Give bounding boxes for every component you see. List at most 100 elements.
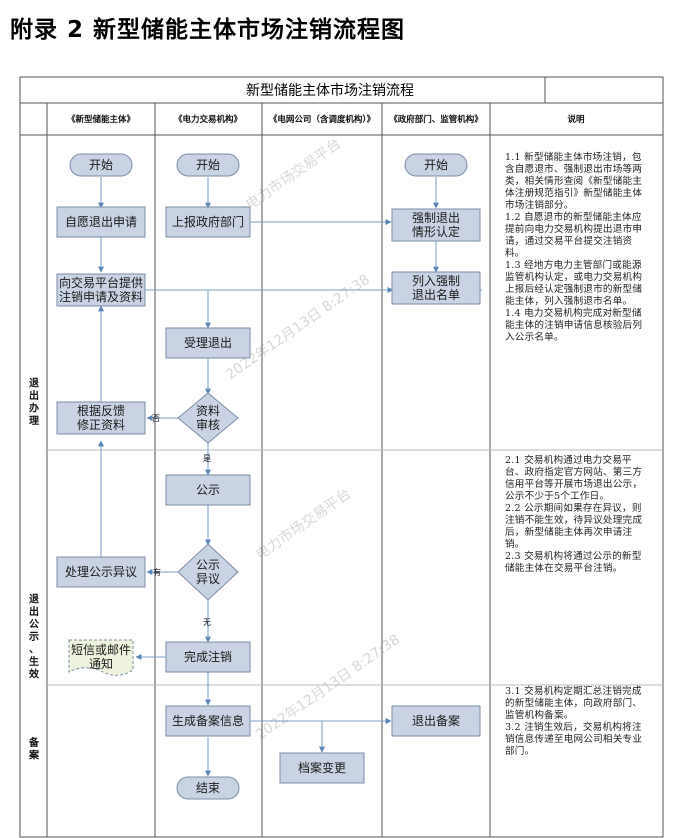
node-shape — [176, 776, 240, 800]
node-label: 短信或邮件 — [71, 643, 131, 657]
node-label: 公示 — [196, 483, 220, 497]
node-shape — [56, 273, 146, 307]
lane-header-exchange: 《电力交易机构》 — [174, 114, 242, 125]
node-shape — [68, 639, 134, 676]
node-label: 根据反馈 — [77, 404, 125, 418]
node-label: 处理公示异议 — [65, 565, 137, 579]
phase-label-char: 办 — [29, 401, 39, 414]
node-start2: 开始 — [176, 153, 240, 177]
node-shape — [56, 206, 146, 238]
edge-label-none: 无 — [203, 618, 211, 627]
node-shape — [279, 752, 365, 784]
node-shape — [391, 705, 481, 737]
edge-label-yes: 是 — [203, 454, 211, 463]
note-phase-3: 3.1 交易机构定期汇总注销完成的新型储能主体，向政府部门、监管机构备案。 3.… — [505, 686, 643, 757]
node-shape — [177, 392, 239, 444]
node-accept: 受理退出 — [165, 327, 251, 359]
node-label: 结束 — [196, 781, 220, 795]
node-label: 档案变更 — [298, 760, 346, 775]
node-shape — [391, 271, 481, 305]
node-label: 修正资料 — [77, 417, 125, 432]
node-label: 自愿退出申请 — [65, 215, 137, 229]
node-label: 通知 — [89, 657, 113, 671]
node-shape — [165, 474, 251, 506]
node-label: 审核 — [196, 417, 220, 432]
watermark-text: 电力市场交易平台 — [243, 135, 344, 213]
phase-label-char: 备 — [28, 736, 40, 749]
node-label: 公示 — [196, 558, 220, 572]
node-label: 开始 — [196, 158, 220, 172]
node-archive: 档案变更 — [279, 752, 365, 784]
lane-header-storage: 《新型储能主体》 — [67, 114, 135, 125]
edge-label-no: 否 — [152, 414, 160, 423]
node-filing: 退出备案 — [391, 705, 481, 737]
watermark-text: 电力市场交易平台 — [253, 485, 354, 563]
phase-label-char: 、 — [29, 645, 39, 656]
note-phase-1: 1.1 新型储能主体市场注销，包含自愿退市、强制退出市场等两类，相关情形查阅《新… — [505, 152, 643, 343]
node-publicize: 公示 — [165, 474, 251, 506]
node-done: 完成注销 — [165, 641, 251, 673]
note-phase-2: 2.1 交易机构通过电力交易平台、政府指定官方网站、第三方信用平台等开展市场退出… — [505, 455, 643, 574]
node-handle: 处理公示异议 — [56, 556, 146, 588]
node-shape — [69, 153, 133, 177]
node-label: 退出备案 — [412, 713, 460, 728]
phase-label-char: 退 — [29, 594, 39, 606]
page-title: 附录 2 新型储能主体市场注销流程图 — [10, 17, 406, 43]
node-start3: 开始 — [404, 153, 468, 177]
node-start1: 开始 — [69, 153, 133, 177]
lane-header-grid: 《电网公司（含调度机构）》 — [269, 114, 375, 125]
phase-label-char: 示 — [29, 631, 39, 643]
phase-label-char: 出 — [29, 605, 39, 618]
lane-header-government: 《政府部门、监管机构》 — [389, 114, 483, 125]
node-label: 向交易平台提供 — [59, 275, 143, 290]
phase-label-char: 效 — [29, 668, 40, 681]
diagram-title: 新型储能主体市场注销流程 — [246, 82, 414, 99]
node-label: 完成注销 — [184, 649, 232, 664]
node-label: 退出名单 — [412, 287, 460, 302]
phase-label-char: 理 — [29, 415, 39, 427]
node-shape — [165, 641, 251, 673]
diagram-title-bar — [19, 76, 664, 104]
node-apply: 自愿退出申请 — [56, 206, 146, 238]
phase-label-char: 案 — [28, 748, 40, 761]
watermark-text: 2022年12月13日 8:27:38 — [253, 632, 403, 744]
node-shape — [176, 153, 240, 177]
node-label: 强制退出 — [412, 211, 460, 225]
node-label: 生成备案信息 — [172, 713, 244, 728]
node-label: 资料 — [196, 404, 220, 418]
node-shape — [56, 401, 146, 435]
node-objection: 公示异议 — [177, 543, 239, 601]
node-shape — [56, 556, 146, 588]
node-label: 开始 — [424, 158, 448, 172]
node-shape — [165, 327, 251, 359]
node-label: 列入强制 — [412, 274, 460, 288]
phase-label-char: 公 — [29, 619, 39, 631]
node-label: 情形认定 — [412, 224, 460, 239]
node-label: 注销申请及资料 — [59, 289, 143, 304]
node-shape — [177, 543, 239, 601]
phase-label-char: 退 — [29, 377, 39, 389]
node-label: 开始 — [89, 158, 113, 172]
node-shape — [165, 705, 251, 737]
node-shape — [165, 206, 251, 238]
lane-header-notes: 说明 — [567, 114, 585, 125]
edge-label-has: 有 — [153, 567, 161, 577]
node-report: 上报政府部门 — [165, 206, 251, 238]
phase-label-char: 出 — [29, 389, 39, 402]
node-shape — [391, 208, 481, 242]
node-label: 上报政府部门 — [172, 214, 244, 229]
watermark-text: 2022年12月13日 8:27:38 — [223, 272, 373, 384]
node-shape — [404, 153, 468, 177]
node-record: 生成备案信息 — [165, 705, 251, 737]
node-label: 异议 — [196, 572, 220, 586]
phase-label-char: 生 — [29, 655, 39, 668]
node-end: 结束 — [176, 776, 240, 800]
node-label: 受理退出 — [184, 336, 232, 350]
